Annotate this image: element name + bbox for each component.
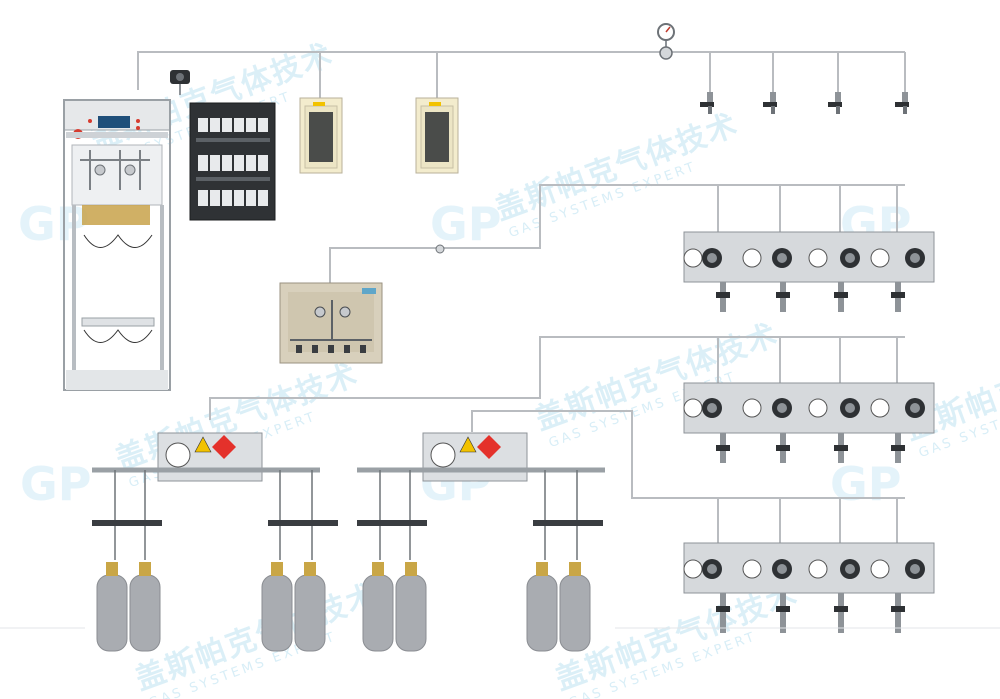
gas-cabinet-icon [415,97,459,174]
pressure-regulator-icon [870,398,925,418]
watermark-group: 盖斯帕克气体技术 GAS SYSTEMS EXPERT [491,107,744,241]
valve-icon [763,92,777,114]
gas-cylinder-icon [294,562,326,652]
manifold-station-2 [357,432,605,560]
pressure-regulator-icon [870,248,925,268]
middle-pipe [329,184,905,298]
watermark-brand-cn: 盖斯帕克气体技术 [131,577,384,697]
gas-cylinder-icon [362,562,394,652]
lower-pipes [209,336,905,543]
cabinet-display-panel [98,116,130,128]
regulator-panel-row-2 [683,382,935,463]
pressure-regulator-icon [742,398,792,418]
cylinder-group [96,562,591,652]
valve-icon [659,46,673,60]
flammable-hazard-icon [459,435,501,459]
watermark-logo: GP [430,197,501,251]
gauge-icon [430,442,456,468]
point-of-use-valves [700,92,909,114]
supply-line [209,336,905,420]
sensor-icon [170,70,190,95]
watermark-logo: GP [830,457,901,511]
header-pressure-gauge [657,23,675,60]
regulator-panel-row-3 [683,542,935,633]
pressure-regulator-icon [742,559,792,579]
pressure-regulator-icon [683,248,722,268]
gas-cylinder-icon [395,562,427,652]
pressure-regulator-icon [870,559,925,579]
valve-icon [828,92,842,114]
gas-cabinet-icon [63,99,171,391]
pressure-regulator-icon [683,398,722,418]
pressure-regulator-icon [808,398,860,418]
main-header-line [137,51,905,90]
supply-line [471,410,905,499]
gas-alarm-panel-icon [189,102,276,221]
regulator-panel-row-1 [683,231,935,312]
valve-icon [435,244,445,254]
watermark-group: 盖斯帕克气体技术 GAS SYSTEMS EXPERT [131,577,384,699]
flammable-hazard-icon [194,435,236,459]
watermark-brand-cn: 盖斯帕克气体技术 [491,107,744,227]
valve-icon [700,92,714,114]
pressure-regulator-icon [808,248,860,268]
gas-cylinder-icon [96,562,128,652]
pressure-regulator-icon [683,559,722,579]
watermark-logo: GP [18,197,89,251]
gas-cylinder-icon [261,562,293,652]
watermark-logo: GP [20,457,91,511]
top-header-pipe [137,51,906,98]
control-panel-icon [279,282,383,364]
gas-cylinder-icon [129,562,161,652]
valve-icon [895,92,909,114]
pressure-regulator-icon [742,248,792,268]
manifold-station-1 [92,432,338,560]
gauge-icon [165,442,191,468]
gas-cylinder-icon [559,562,591,652]
pressure-regulator-icon [808,559,860,579]
supply-line [329,184,905,298]
gas-cylinder-icon [526,562,558,652]
gas-cabinet-icon [299,97,343,174]
